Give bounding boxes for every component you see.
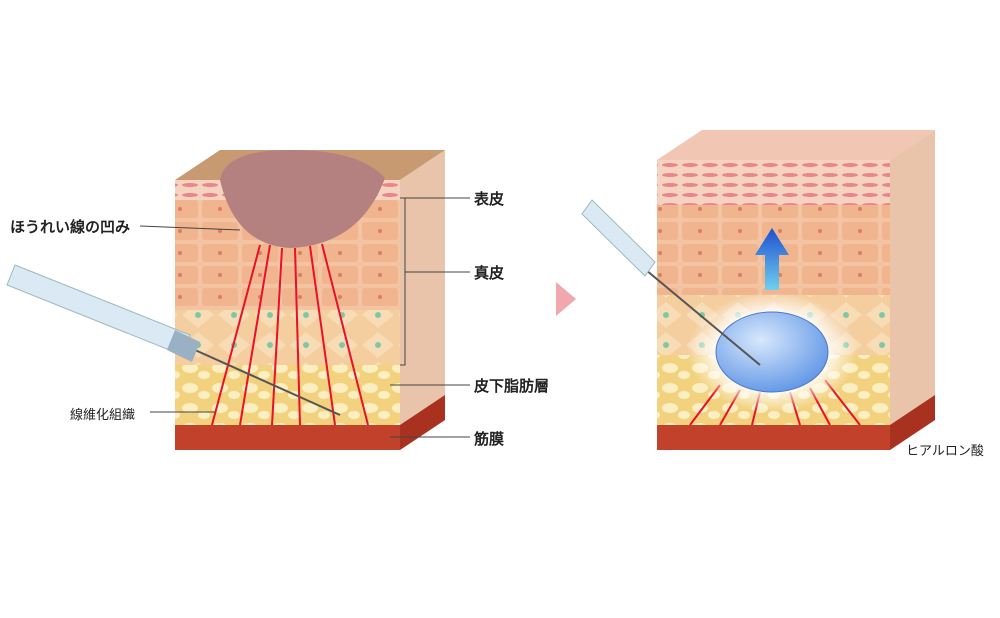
lift-up-arrow-icon [755, 228, 789, 290]
label-fascia: 筋膜 [474, 430, 505, 448]
transition-arrow-icon [556, 282, 576, 316]
skin-block-after [581, 130, 935, 450]
hyaluronic-acid-bolus [715, 311, 829, 393]
label-subcutaneous-fat: 皮下脂肪層 [474, 377, 550, 395]
fibrotic-fibers [211, 243, 369, 426]
syringe-left [6, 264, 341, 416]
label-hyaluronic-acid: ヒアルロン酸 [906, 444, 984, 459]
wrinkle-dent [220, 150, 385, 248]
label-nasolabial-dent: ほうれい線の凹み [10, 218, 131, 236]
label-epidermis: 表皮 [474, 190, 505, 208]
skin-block-before [6, 150, 445, 450]
label-dermis: 真皮 [474, 264, 505, 282]
syringe-right [581, 199, 761, 366]
label-fibrotic-tissue: 線維化組織 [70, 408, 136, 423]
